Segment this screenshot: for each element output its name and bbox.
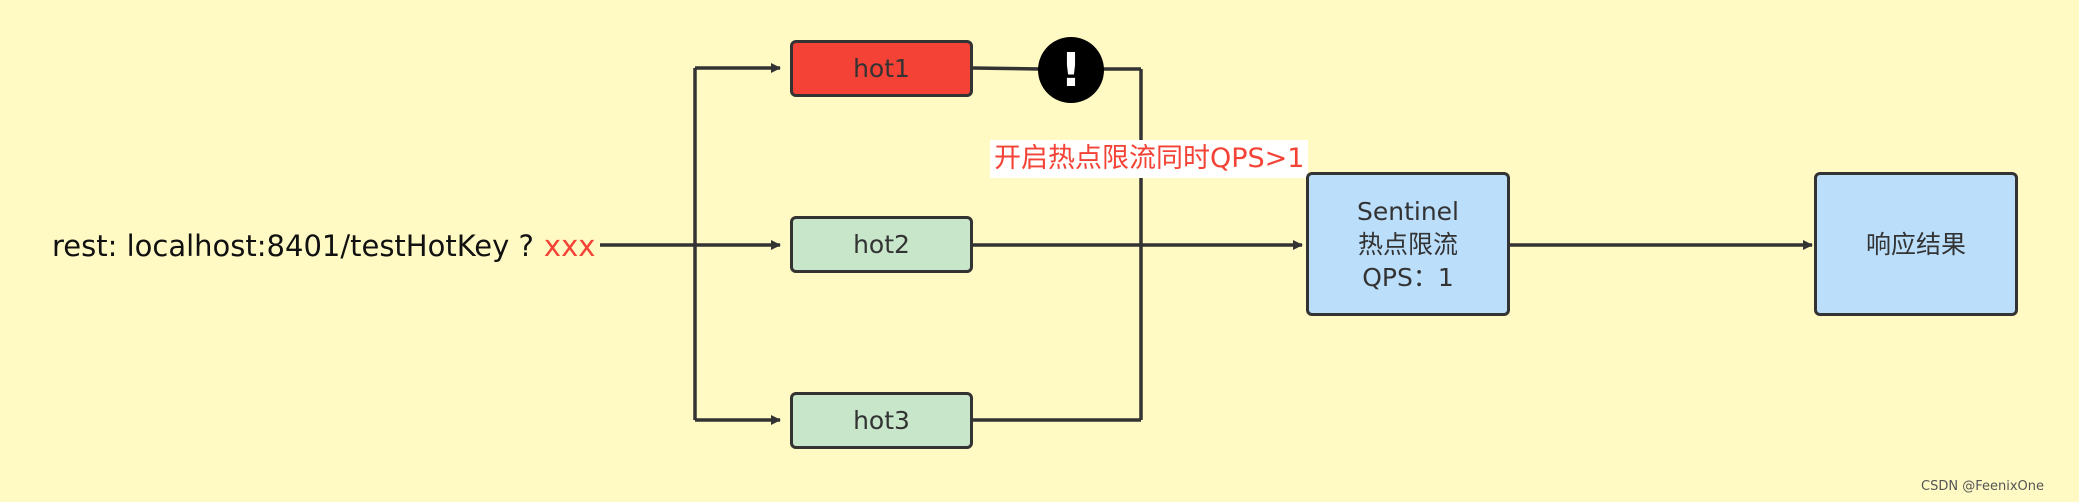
result-node: 响应结果 [1814,172,2018,316]
request-param: xxx [543,229,596,263]
hot1-node: hot1 [790,40,973,97]
sentinel-node: Sentinel 热点限流 QPS：1 [1306,172,1510,316]
hot2-label: hot2 [853,230,910,259]
result-label: 响应结果 [1865,229,1966,259]
watermark: CSDN @FeenixOne [1921,479,2044,494]
hot3-node: hot3 [790,392,973,449]
hot1-label: hot1 [853,54,910,83]
hot1-out-line [972,66,1041,71]
sentinel-title: Sentinel [1356,196,1459,226]
sentinel-subtitle: 热点限流 [1357,229,1458,259]
sentinel-qps: QPS：1 [1362,262,1454,292]
request-url-label: rest: localhost:8401/testHotKey ? xxx [52,226,595,266]
exclamation-circle-icon: ! [1038,37,1104,103]
rate-limit-condition-label: 开启热点限流同时QPS>1 [990,140,1309,178]
hot3-label: hot3 [853,406,910,435]
request-url-text: rest: localhost:8401/testHotKey ? [52,229,534,263]
hot2-node: hot2 [790,216,973,273]
